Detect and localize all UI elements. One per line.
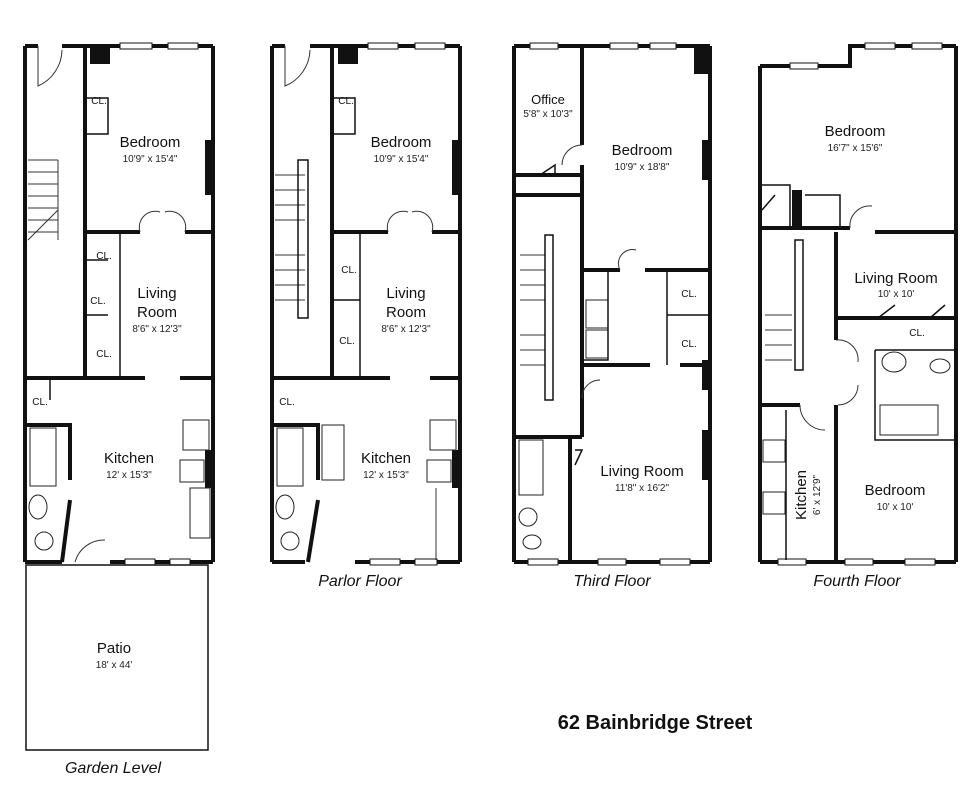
room-name: Room — [386, 304, 426, 321]
closet-label: CL. — [338, 96, 354, 107]
closet-label: CL. — [32, 397, 48, 408]
room-name: Patio — [97, 640, 131, 657]
closet-label: CL. — [90, 296, 106, 307]
room-name: Living Room — [600, 463, 683, 480]
room-dims: 6' x 12'9" — [812, 474, 823, 515]
stairs-icon — [27, 159, 59, 241]
room-name: Kitchen — [104, 450, 154, 467]
closet-label: CL. — [279, 397, 295, 408]
floor-caption: Fourth Floor — [813, 573, 901, 590]
stairs-icon — [520, 234, 554, 401]
room-dims: 8'6" x 12'3" — [381, 324, 431, 335]
third-floor-plan: Office 5'8" x 10'3" Bedroom 10'9" x 18'8… — [512, 42, 712, 590]
room-dims: 10' x 10' — [878, 289, 915, 300]
room-name: Kitchen — [361, 450, 411, 467]
room-dims: 8'6" x 12'3" — [132, 324, 182, 335]
room-dims: 10'9" x 18'8" — [615, 162, 670, 173]
room-name: Living Room — [854, 270, 937, 287]
room-name: Room — [137, 304, 177, 321]
room-name: Kitchen — [793, 470, 810, 520]
room-dims: 12' x 15'3" — [363, 470, 409, 481]
closet-label: CL. — [681, 289, 697, 300]
room-name: Bedroom — [120, 134, 181, 151]
room-dims: 10' x 10' — [877, 502, 914, 513]
garden-level-plan: CL. CL. CL. CL. CL. Bedroom 10'9" x 15'4… — [23, 42, 215, 777]
closet-label: CL. — [96, 251, 112, 262]
room-name: Bedroom — [371, 134, 432, 151]
room-name: Bedroom — [865, 482, 926, 499]
floor-caption: Garden Level — [65, 760, 162, 777]
closet-label: CL. — [339, 336, 355, 347]
room-dims: 5'8" x 10'3" — [523, 109, 573, 120]
fourth-floor-plan: Bedroom 16'7" x 15'6" Living Room 10' x … — [758, 42, 958, 590]
stairs-icon — [765, 239, 804, 371]
address-title: 62 Bainbridge Street — [558, 712, 753, 734]
floor-caption: Parlor Floor — [318, 573, 402, 590]
room-dims: 11'8" x 16'2" — [615, 483, 670, 494]
room-dims: 16'7" x 15'6" — [828, 143, 883, 154]
patio-outline — [25, 564, 209, 751]
closet-label: CL. — [91, 96, 107, 107]
room-name: Bedroom — [825, 123, 886, 140]
closet-label: CL. — [96, 349, 112, 360]
room-dims: 10'9" x 15'4" — [123, 154, 178, 165]
room-dims: 18' x 44' — [96, 660, 133, 671]
closet-label: CL. — [341, 265, 357, 276]
closet-label: CL. — [909, 328, 925, 339]
room-name: Living — [137, 285, 176, 302]
room-dims: 10'9" x 15'4" — [374, 154, 429, 165]
parlor-floor-plan: CL. CL. CL. CL. Bedroom 10'9" x 15'4" Li… — [270, 42, 462, 590]
room-name: Bedroom — [612, 142, 673, 159]
stairs-icon — [275, 159, 309, 319]
room-dims: 12' x 15'3" — [106, 470, 152, 481]
floor-caption: Third Floor — [573, 573, 651, 590]
room-name: Living — [386, 285, 425, 302]
room-name: Office — [531, 92, 565, 107]
closet-label: CL. — [681, 339, 697, 350]
